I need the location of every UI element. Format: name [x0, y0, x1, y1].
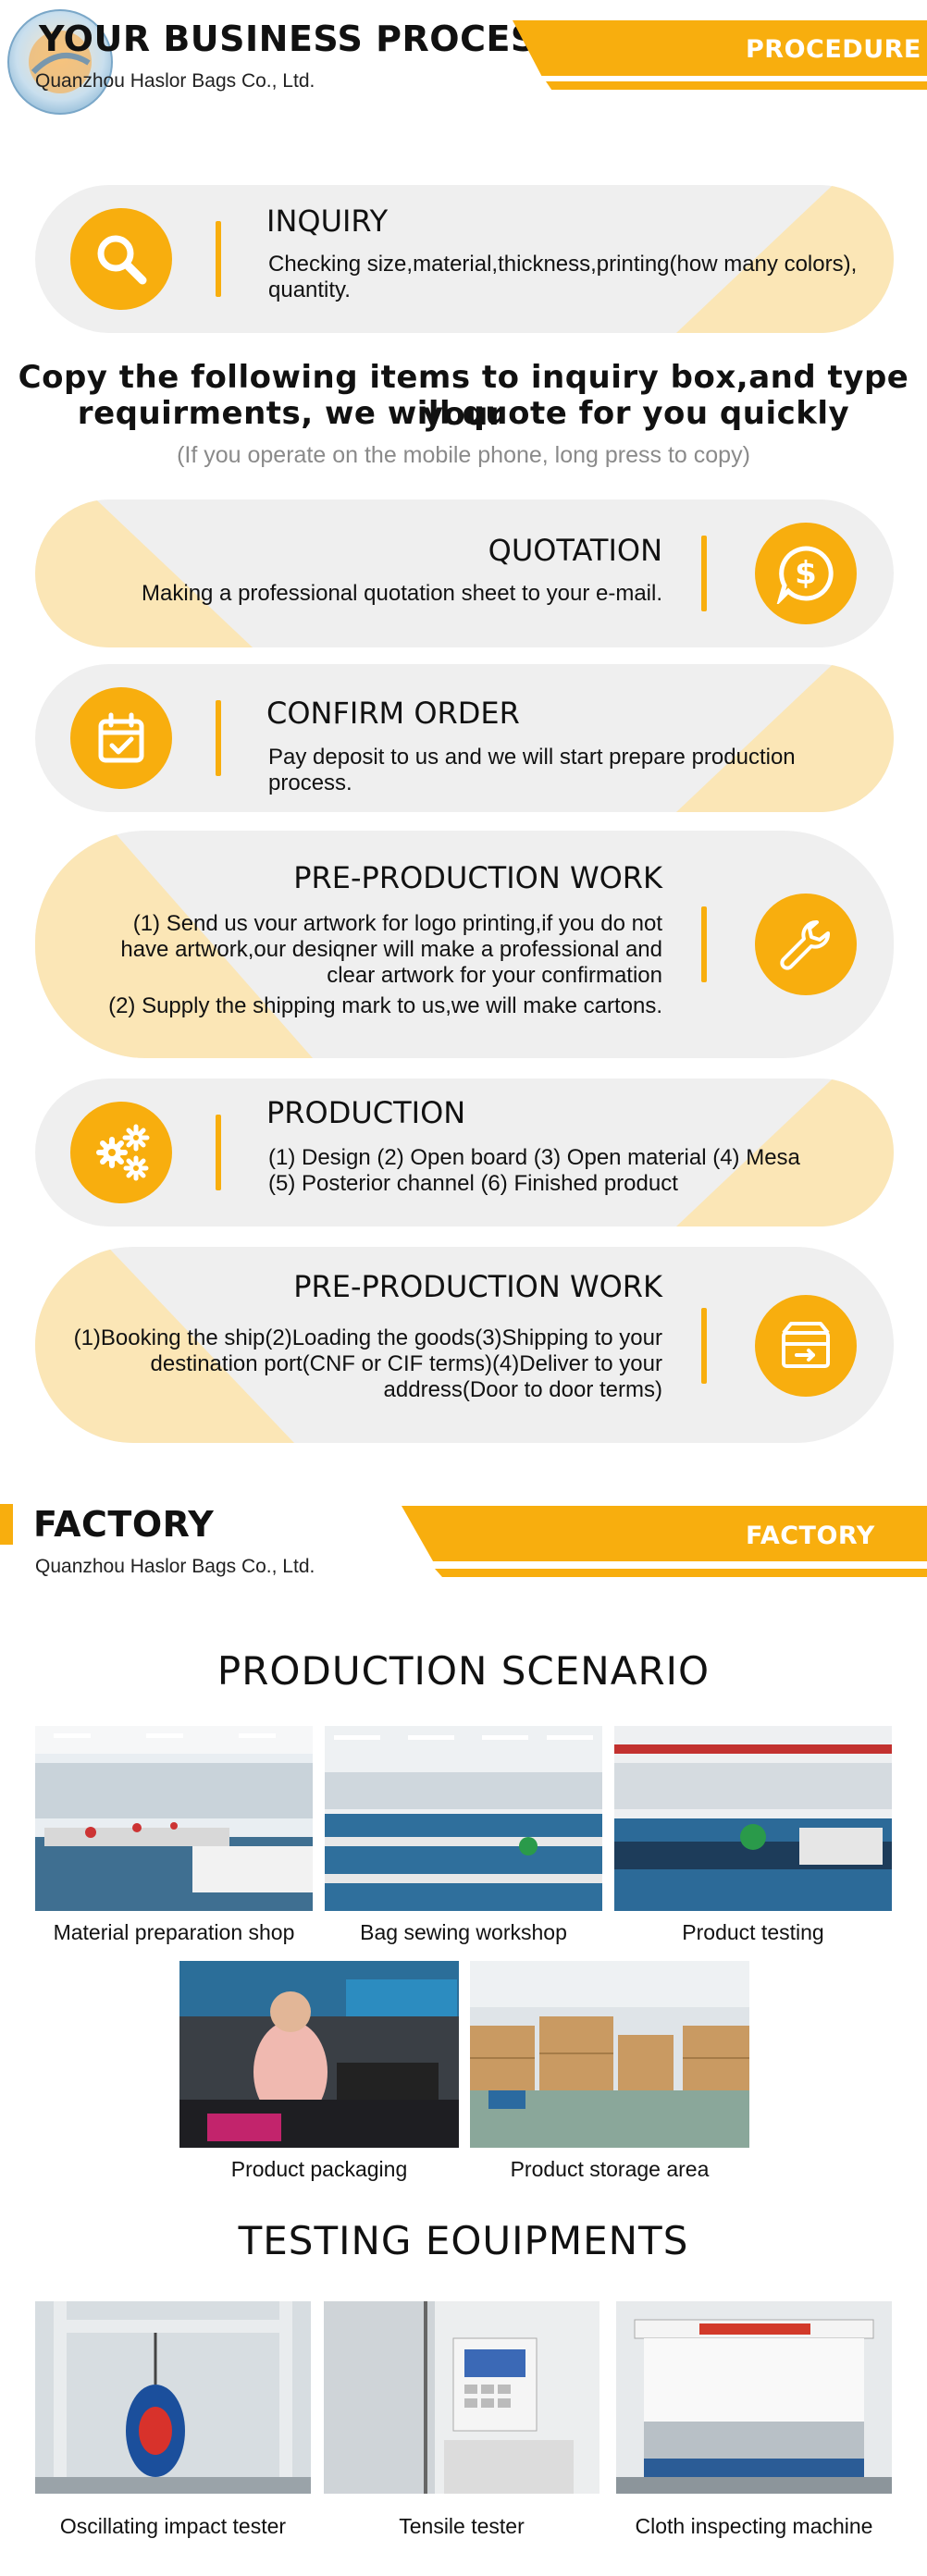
factory-ribbon — [402, 1506, 927, 1561]
divider-bar — [701, 1308, 707, 1384]
factory-left-bar — [0, 1504, 13, 1545]
gears-icon — [70, 1102, 172, 1203]
oscillating-impact-tester-photo — [35, 2301, 311, 2494]
copy-instruction-line1: Copy the following items to inquiry box,… — [18, 359, 909, 433]
photo-caption: Bag sewing workshop — [360, 1920, 567, 1944]
step-text-2: (5) Posterior channel (6) Finished produ… — [268, 1171, 678, 1196]
delivery-box-icon — [755, 1295, 857, 1397]
photo-caption: Product storage area — [510, 2157, 710, 2181]
step-text: (1) Design (2) Open board (3) Open mater… — [268, 1145, 800, 1170]
divider-bar — [701, 536, 707, 611]
step-card-pre-production: PRE-PRODUCTION WORK (1) Send us vour art… — [35, 831, 894, 1058]
factory-ribbon-label: FACTORY — [746, 1522, 875, 1550]
svg-text:$: $ — [795, 555, 817, 592]
factory-company-name: Quanzhou Haslor Bags Co., Ltd. — [35, 1556, 315, 1577]
step-card-shipping: PRE-PRODUCTION WORK (1)Booking the ship(… — [35, 1247, 894, 1443]
product-packaging-photo — [179, 1961, 459, 2148]
cloth-inspecting-machine-photo — [616, 2301, 892, 2494]
step-text: Making a professional quotation sheet to… — [142, 581, 662, 606]
company-logo — [6, 7, 115, 117]
divider-bar — [216, 700, 221, 776]
photo-caption: Oscillating impact tester — [59, 2514, 287, 2538]
page-title: YOUR BUSINESS PROCESS — [39, 18, 561, 59]
factory-ribbon-underline — [435, 1569, 927, 1577]
step-text: Checking size,material,thickness,printin… — [268, 252, 858, 302]
production-scenario-heading: PRODUCTION SCENARIO — [216, 1648, 711, 1694]
procedure-ribbon — [513, 20, 927, 76]
mobile-copy-note: (If you operate on the mobile phone, lon… — [177, 442, 750, 468]
step-title: PRE-PRODUCTION WORK — [293, 1269, 662, 1304]
step-title: QUOTATION — [488, 533, 662, 568]
copy-instruction-line2: requirments, we will quote for you quick… — [77, 395, 850, 432]
photo-caption: Product testing — [682, 1920, 824, 1944]
card-decoration — [35, 499, 253, 647]
photo-caption: Tensile tester — [399, 2514, 525, 2538]
divider-bar — [216, 221, 221, 297]
photo-caption: Cloth inspecting machine — [635, 2514, 873, 2538]
step-card-confirm-order: CONFIRM ORDER Pay deposit to us and we w… — [35, 664, 894, 812]
divider-bar — [216, 1115, 221, 1190]
step-card-quotation: $ QUOTATION Making a professional quotat… — [35, 499, 894, 647]
company-name: Quanzhou Haslor Bags Co., Ltd. — [35, 70, 315, 92]
tensile-tester-photo — [324, 2301, 599, 2494]
bag-sewing-workshop-photo — [325, 1726, 602, 1911]
photo-caption: Product packaging — [230, 2157, 408, 2181]
step-title: INQUIRY — [266, 203, 389, 239]
step-text: Pay deposit to us and we will start prep… — [268, 745, 796, 795]
step-text-2: (2) Supply the shipping mark to us,we wi… — [108, 993, 662, 1018]
product-storage-photo — [470, 1961, 749, 2148]
step-card-inquiry: INQUIRY Checking size,material,thickness… — [35, 185, 894, 333]
calendar-check-icon — [70, 687, 172, 789]
dollar-chat-icon: $ — [755, 523, 857, 624]
step-title: CONFIRM ORDER — [266, 696, 520, 731]
factory-title: FACTORY — [33, 1504, 215, 1545]
testing-equipments-heading: TESTING EOUIPMENTS — [238, 2218, 689, 2263]
ribbon-underline — [546, 81, 927, 90]
product-testing-photo — [614, 1726, 892, 1911]
step-title: PRE-PRODUCTION WORK — [293, 860, 662, 895]
step-title: PRODUCTION — [266, 1095, 466, 1130]
magnifier-icon — [70, 208, 172, 310]
step-text: (1) Send us vour artwork for logo printi… — [120, 911, 662, 988]
procedure-ribbon-label: PROCEDURE — [746, 35, 921, 64]
material-preparation-photo — [35, 1726, 313, 1911]
wrench-icon — [755, 894, 857, 995]
step-card-production: PRODUCTION (1) Design (2) Open board (3)… — [35, 1078, 894, 1226]
step-text: (1)Booking the ship(2)Loading the goods(… — [73, 1325, 662, 1402]
divider-bar — [701, 906, 707, 982]
photo-caption: Material preparation shop — [53, 1920, 295, 1944]
